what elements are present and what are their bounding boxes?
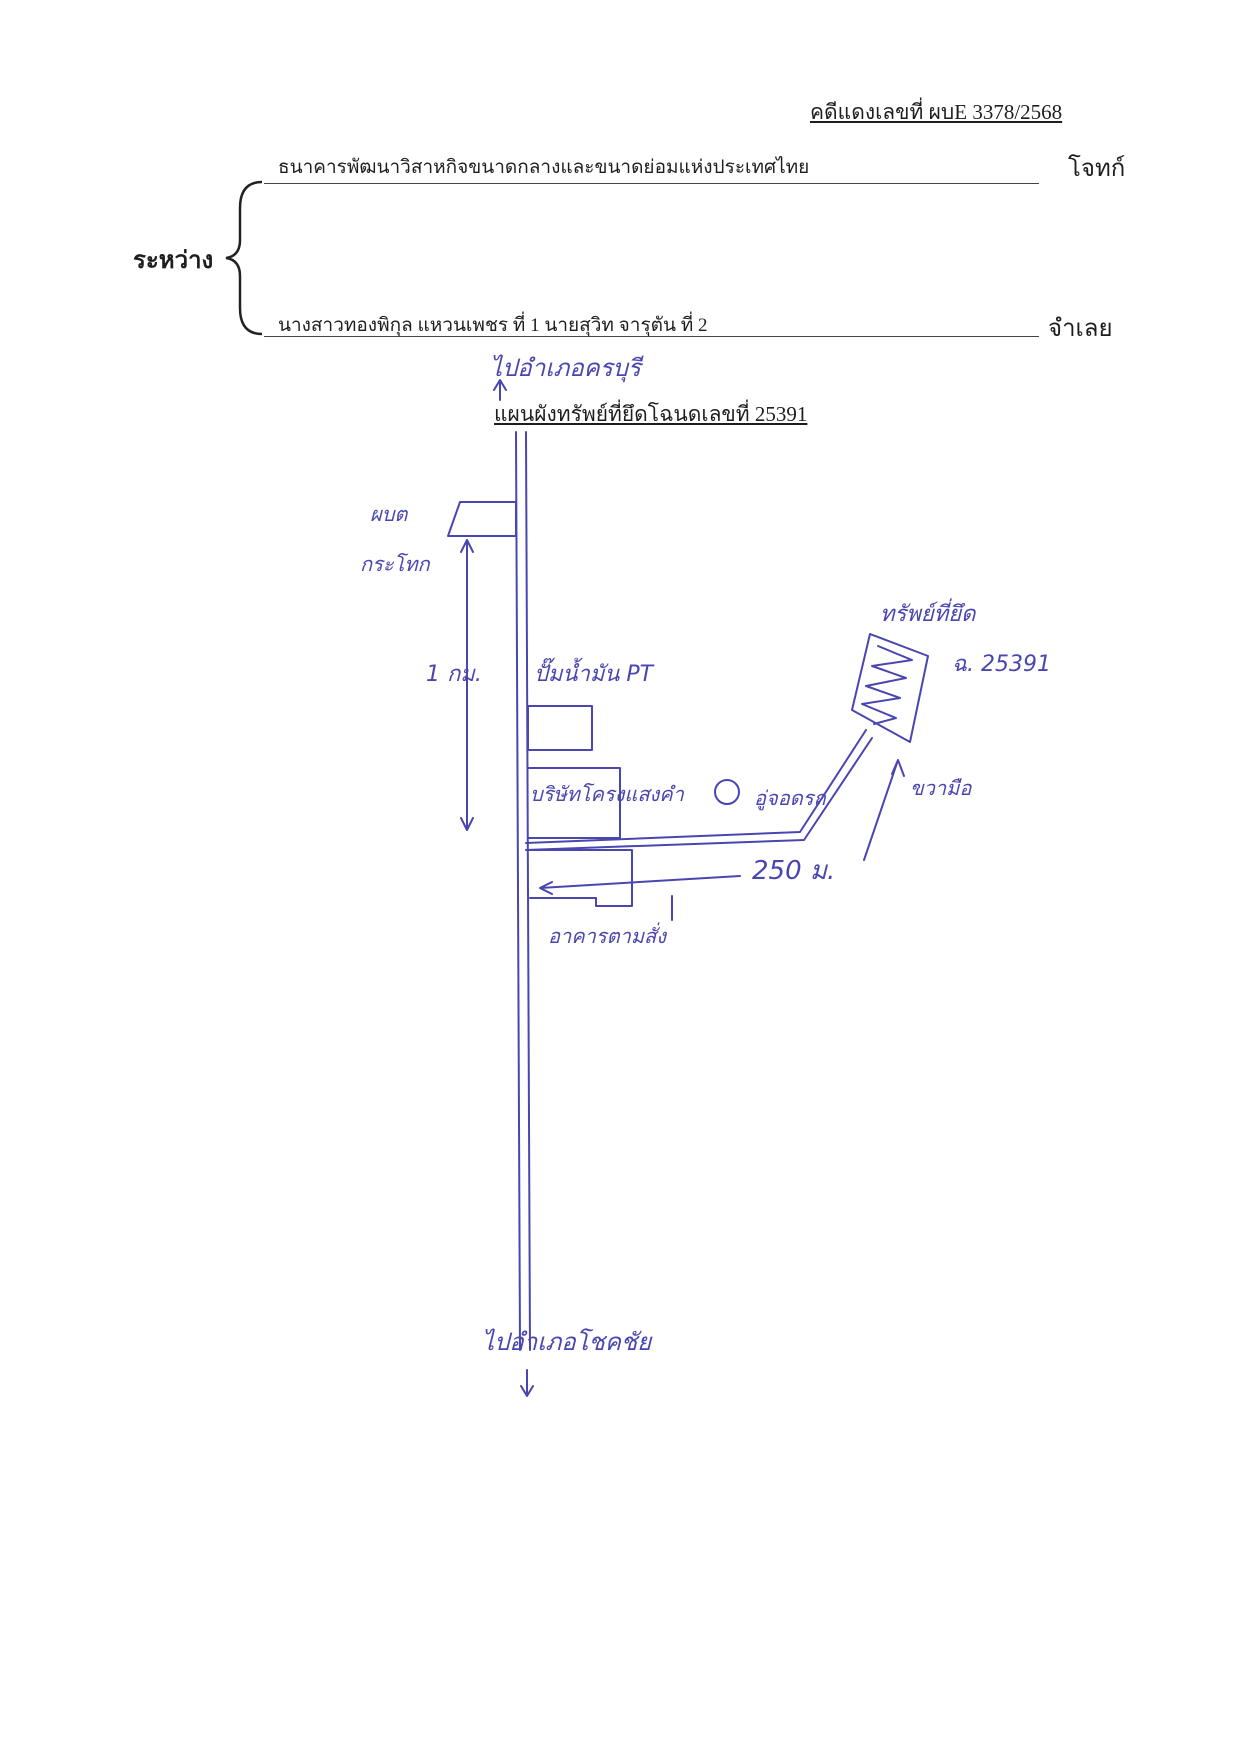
- distance-main-label: 1 กม.: [426, 662, 482, 687]
- building-label: อาคารตามสั่ง: [548, 924, 666, 948]
- case-number: คดีแดงเลขที่ ผบE 3378/2568: [810, 100, 1063, 124]
- defendant-name: นางสาวทองพิกุล แหวนเพชร ที่ 1 นายสุวิท จ…: [278, 315, 708, 336]
- gas-station-box: [527, 705, 593, 751]
- side-road-1: [525, 729, 867, 844]
- plaintiff-line: [264, 182, 1039, 184]
- shop-outline: [447, 501, 517, 537]
- deed-number-label: ฉ. 25391: [952, 652, 1051, 677]
- arrow-direction-icon: [863, 759, 905, 861]
- company-label: บริษัทโครงแสงคำ: [530, 782, 684, 806]
- map-title: แผนผังทรัพย์ที่ยึดโฉนดเลขที่ 25391: [494, 402, 808, 426]
- plaintiff-name: ธนาคารพัฒนาวิสาหกิจขนาดกลางและขนาดย่อมแห…: [278, 157, 810, 178]
- seized-property-label: ทรัพย์ที่ยึด: [880, 602, 976, 627]
- property-parcel: [851, 633, 929, 743]
- bus-stop-label: อู่จอดรถ: [754, 786, 826, 810]
- defendant-line: [264, 335, 1039, 337]
- shop-label-2: กระโทก: [360, 552, 430, 576]
- road-top-label: ไปอำเภอครบุรี: [490, 354, 641, 382]
- arrow-down-icon: [520, 1369, 534, 1397]
- direction-label: ขวามือ: [910, 776, 972, 800]
- shop-label-1: ผบต: [370, 502, 408, 526]
- brace-icon: [225, 180, 263, 336]
- parcel-hatch: [861, 645, 913, 725]
- gas-station-label: ปั๊มน้ำมัน PT: [534, 662, 654, 687]
- defendant-role: จำเลย: [1048, 316, 1113, 342]
- building-outline: [525, 849, 633, 907]
- plaintiff-role: โจทก์: [1068, 156, 1126, 182]
- side-road-2: [525, 737, 873, 851]
- between-label: ระหว่าง: [133, 248, 214, 274]
- arrow-up-icon: [493, 379, 507, 401]
- company-outline: [527, 767, 621, 839]
- main-road-line-2: [525, 431, 531, 1351]
- bus-stop-circle: [714, 779, 740, 805]
- arrow-up-small-icon: [460, 539, 474, 553]
- road-bottom-label: ไปอำเภอโชคชัย: [482, 1328, 652, 1356]
- arrow-left-icon: [539, 875, 741, 895]
- main-road-line-1: [515, 431, 521, 1351]
- distance-branch-label: 250 ม.: [752, 856, 836, 886]
- arrow-down-small-icon: [460, 817, 474, 831]
